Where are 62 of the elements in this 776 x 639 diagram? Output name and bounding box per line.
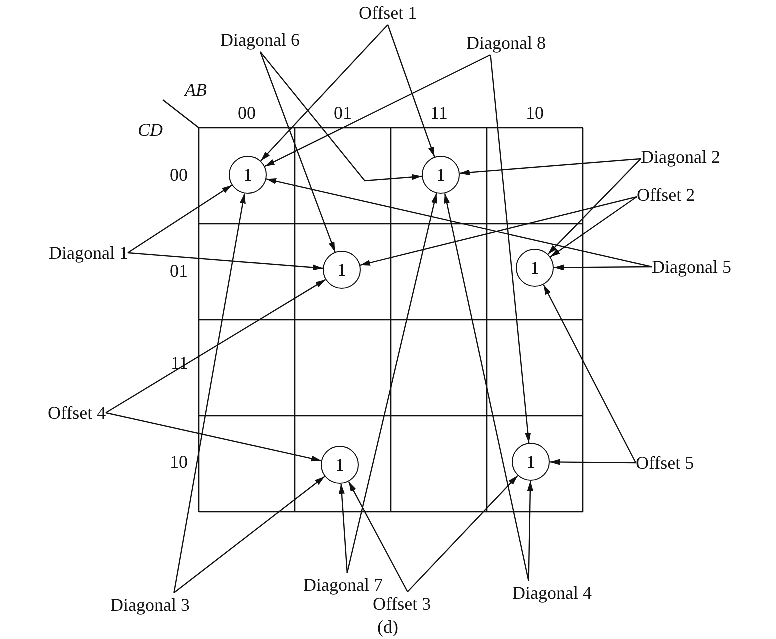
arrow xyxy=(346,193,438,574)
arrow xyxy=(548,158,642,255)
arrow xyxy=(490,54,532,444)
caption: (d) xyxy=(378,617,398,637)
group-label: Diagonal 7 xyxy=(304,575,383,595)
group-label: Offset 1 xyxy=(359,3,418,23)
column-label: 00 xyxy=(238,103,256,123)
group-label: Diagonal 4 xyxy=(512,583,592,603)
arrow xyxy=(543,284,637,464)
group-label: Offset 4 xyxy=(48,403,106,423)
minterm-circle xyxy=(323,251,361,289)
group-label: Diagonal 8 xyxy=(466,33,546,53)
group-label: Diagonal 2 xyxy=(641,147,720,167)
arrow xyxy=(260,24,388,162)
arrow xyxy=(527,480,534,582)
group-label: Diagonal 1 xyxy=(49,243,128,263)
variable-label: AB xyxy=(185,80,207,100)
arrow xyxy=(387,24,436,158)
arrow xyxy=(260,52,422,182)
cell-value: 1 xyxy=(436,165,446,185)
column-label: 01 xyxy=(334,103,352,123)
arrow xyxy=(444,193,530,582)
arrow xyxy=(339,484,348,574)
row-label: 01 xyxy=(170,261,188,281)
arrow xyxy=(554,264,652,271)
variable-label: CD xyxy=(138,120,164,140)
arrow xyxy=(266,178,652,268)
arrow xyxy=(128,184,232,254)
column-label: 11 xyxy=(430,103,448,123)
row-label: 00 xyxy=(170,165,188,185)
cell-value: 1 xyxy=(530,258,540,278)
cell-value: 1 xyxy=(338,260,346,280)
group-label: Diagonal 3 xyxy=(110,595,190,615)
minterm-circle xyxy=(516,249,554,287)
arrow xyxy=(128,252,324,271)
minterm-circle xyxy=(512,443,550,481)
minterm-circle xyxy=(422,156,460,194)
group-label: Offset 2 xyxy=(637,185,696,205)
row-label: 10 xyxy=(170,452,188,472)
cell-value: 1 xyxy=(336,455,344,475)
arrow xyxy=(550,459,636,466)
arrow xyxy=(550,196,638,258)
cell-value: 1 xyxy=(526,452,536,472)
arrow xyxy=(348,482,408,592)
arrow xyxy=(460,158,642,176)
arrow xyxy=(106,279,326,414)
minterm-circle xyxy=(229,156,267,194)
cell-value: 1 xyxy=(244,165,252,185)
arrow xyxy=(106,412,322,462)
arrow xyxy=(407,475,518,592)
group-label: Offset 5 xyxy=(636,453,694,473)
arrow xyxy=(174,194,246,594)
column-label: 10 xyxy=(526,103,544,123)
minterm-circle xyxy=(321,446,359,484)
group-label: Offset 3 xyxy=(373,594,432,614)
group-label: Diagonal 5 xyxy=(652,257,732,277)
arrow xyxy=(360,196,638,266)
arrow xyxy=(264,54,491,168)
arrow xyxy=(260,52,336,252)
arrow xyxy=(174,476,326,594)
group-label: Diagonal 6 xyxy=(220,30,300,50)
row-label: 11 xyxy=(171,353,188,373)
